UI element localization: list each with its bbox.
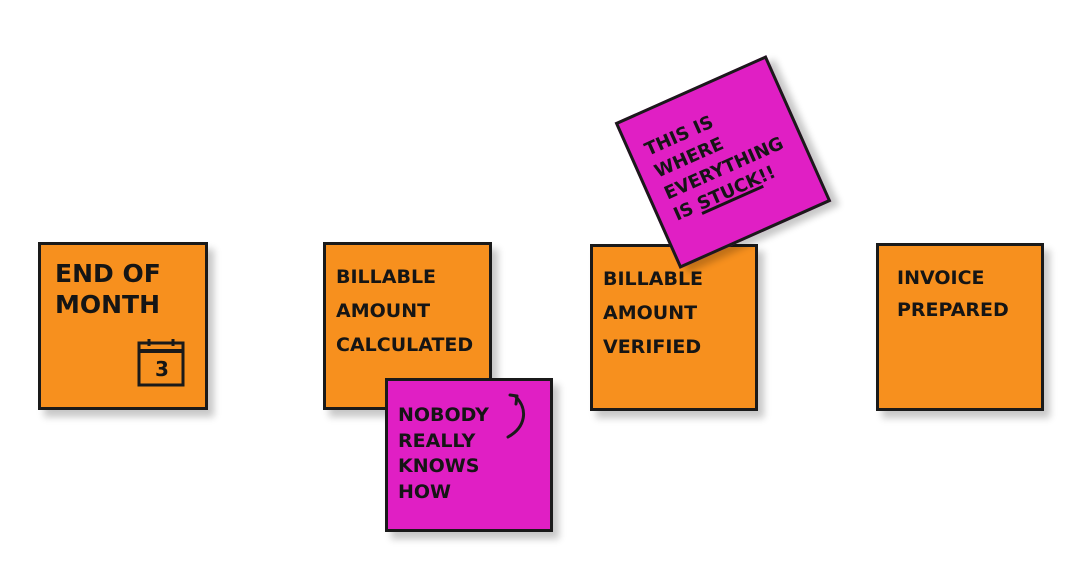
note-text-line: AMOUNT — [603, 301, 698, 324]
note-text-line: BILLABLE — [336, 266, 437, 288]
sticky-note-everything-stuck: THIS IS WHERE EVERYTHING IS STUCK!! — [614, 55, 832, 269]
curved-arrow-icon — [504, 391, 534, 441]
note-text-line: NOBODY — [398, 404, 489, 426]
note-text-line: CALCULATED — [336, 333, 474, 356]
note-text-line: KNOWS — [398, 455, 480, 478]
note-text-line: HOW — [398, 480, 452, 503]
sticky-note-invoice-prepared: INVOICE PREPARED — [876, 243, 1044, 411]
note-text-line: INVOICE — [897, 267, 985, 289]
note-text-line: VERIFIED — [603, 335, 702, 358]
sticky-note-billable-verified: BILLABLE AMOUNT VERIFIED — [590, 244, 758, 411]
sticky-note-end-of-month: END OF MONTH 3 — [38, 242, 208, 410]
note-text-line: PREPARED — [897, 299, 1009, 322]
calendar-day: 3 — [155, 357, 169, 381]
calendar-icon: 3 — [137, 337, 187, 387]
note-text-line: AMOUNT — [336, 299, 431, 322]
sticky-note-nobody-knows: NOBODY REALLY KNOWS HOW — [385, 378, 553, 532]
note-text-line: REALLY — [398, 429, 476, 452]
note-text-line: BILLABLE — [603, 268, 704, 290]
note-text-line: MONTH — [55, 289, 161, 319]
note-text-line: END OF — [55, 259, 161, 288]
